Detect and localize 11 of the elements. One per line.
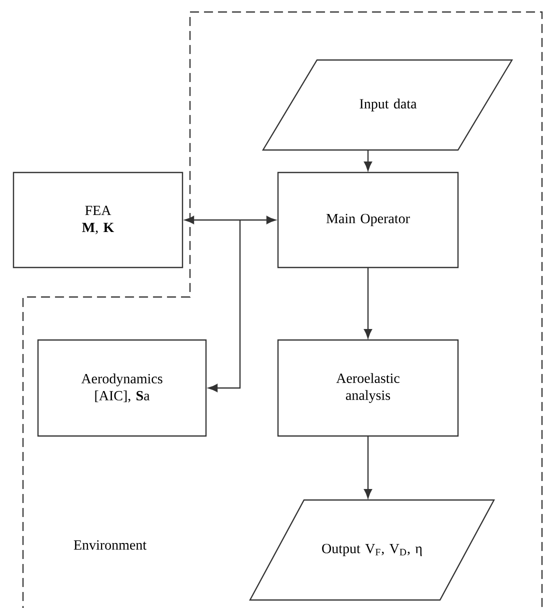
- arrow: [364, 436, 372, 498]
- arrow: [184, 216, 276, 224]
- process-box: Aerodynamics [AIC], Sa: [37, 339, 207, 437]
- data-parallelogram: Output V$_{F}$, V$_{D}$, η: [249, 499, 496, 601]
- process-box: Aeroelastic analysis: [277, 339, 459, 437]
- region-label: Environment: [74, 540, 146, 550]
- arrow: [364, 150, 372, 171]
- arrow: [208, 220, 241, 392]
- arrow: [364, 268, 372, 338]
- process-box: FEA M, K: [12, 172, 184, 268]
- process-box: Main Operator: [277, 172, 459, 268]
